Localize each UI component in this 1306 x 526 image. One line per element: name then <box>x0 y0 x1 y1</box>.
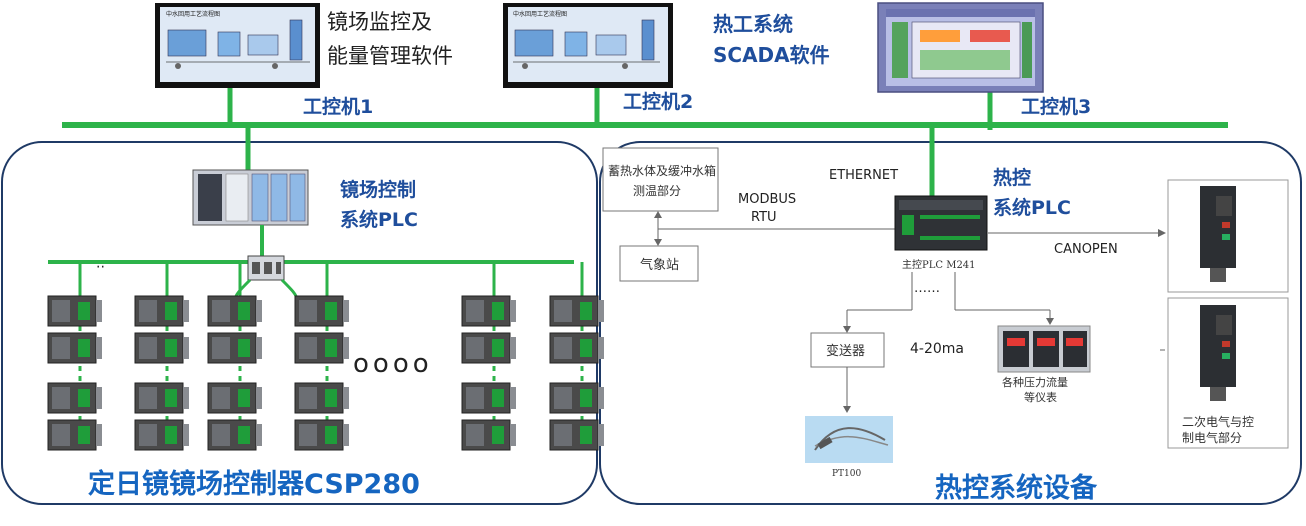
bus-dots: ‧‧ <box>96 260 105 276</box>
heliostat-controller-module <box>47 295 102 327</box>
tank-temp-box <box>602 147 719 212</box>
pt100-sensor <box>805 416 893 463</box>
heliostat-controller-module <box>134 382 189 414</box>
heliostat-controller-module <box>549 382 604 414</box>
pressure-flow-meters <box>997 325 1091 373</box>
heliostat-controller-module <box>134 295 189 327</box>
pt100-label: PT100 <box>832 469 862 479</box>
workstation-2-label: 工控机2 <box>623 90 693 113</box>
heliostat-controller-module <box>47 419 102 451</box>
heliostat-controller-module <box>294 382 349 414</box>
heliostat-controller-module <box>47 332 102 364</box>
meters-caption-line1: 各种压力流量 <box>1002 375 1068 389</box>
workstation-1-monitor: 中水回用工艺流程图 <box>155 3 320 88</box>
screen-title-2: 中水回用工艺流程图 <box>513 10 567 18</box>
thermal-panel-title: 热控系统设备 <box>935 472 1098 504</box>
heliostat-controller-module <box>549 332 604 364</box>
transmitter-label: 变送器 <box>826 343 865 359</box>
workstation-2-monitor: 中水回用工艺流程图 <box>503 3 673 88</box>
heliostat-controller-module <box>207 382 262 414</box>
workstation-3-label: 工控机3 <box>1021 95 1091 118</box>
field-plc-label-line2: 系统PLC <box>340 208 418 231</box>
heliostat-controller-module <box>461 332 516 364</box>
field-ellipsis: oooo <box>353 349 433 379</box>
weather-station-label: 气象站 <box>640 257 679 273</box>
field-panel-title: 定日镜镜场控制器CSP280 <box>88 468 420 500</box>
heliostat-controller-module <box>207 332 262 364</box>
plc-branch-dots: …… <box>914 281 940 296</box>
field-plc-label-line1: 镜场控制 <box>340 178 416 201</box>
drives-group <box>1167 179 1289 449</box>
software-label-2-line1: 热工系统 <box>713 12 793 36</box>
drives-caption-line2: 制电气部分 <box>1182 430 1242 445</box>
tank-temp-line1: 蓄热水体及缓冲水箱 <box>608 163 716 178</box>
heliostat-controller-module <box>294 419 349 451</box>
canopen-label: CANOPEN <box>1054 242 1118 257</box>
modbus-label-line2: RTU <box>751 210 777 225</box>
field-plc-rack <box>192 169 309 226</box>
screen-title-1: 中水回用工艺流程图 <box>166 10 220 18</box>
software-label-2-line2: SCADA软件 <box>713 43 830 67</box>
heliostat-controller-grid <box>47 262 604 451</box>
signal-label: 4-20ma <box>910 341 964 357</box>
thermal-plc-device <box>894 195 988 251</box>
software-label-1-line2: 能量管理软件 <box>327 44 453 68</box>
software-label-1-line1: 镜场监控及 <box>327 10 432 34</box>
thermal-plc-caption: 主控PLC M241 <box>902 258 976 271</box>
thermal-control-panel <box>599 141 1302 505</box>
thermal-plc-label-line2: 系统PLC <box>993 196 1071 219</box>
heliostat-controller-module <box>461 419 516 451</box>
workstation-1-label: 工控机1 <box>303 95 373 118</box>
drives-caption-line1: 二次电气与控 <box>1182 414 1254 429</box>
heliostat-controller-module <box>549 295 604 327</box>
heliostat-controller-module <box>207 295 262 327</box>
weather-station-box <box>619 245 699 282</box>
workstation-3-hmi <box>877 2 1044 93</box>
heliostat-controller-module <box>461 295 516 327</box>
heliostat-controller-module <box>294 295 349 327</box>
heliostat-controller-module <box>134 332 189 364</box>
heliostat-controller-module <box>134 419 189 451</box>
heliostat-controller-module <box>47 382 102 414</box>
heliostat-controller-module <box>207 419 262 451</box>
thermal-plc-label-line1: 热控 <box>993 166 1031 189</box>
heliostat-controller-module <box>294 332 349 364</box>
tank-temp-line2: 测温部分 <box>633 183 681 198</box>
meters-caption-line2: 等仪表 <box>1024 390 1057 404</box>
ethernet-label: ETHERNET <box>829 168 898 183</box>
heliostat-controller-module <box>549 419 604 451</box>
modbus-label-line1: MODBUS <box>738 192 796 207</box>
heliostat-controller-module <box>461 382 516 414</box>
